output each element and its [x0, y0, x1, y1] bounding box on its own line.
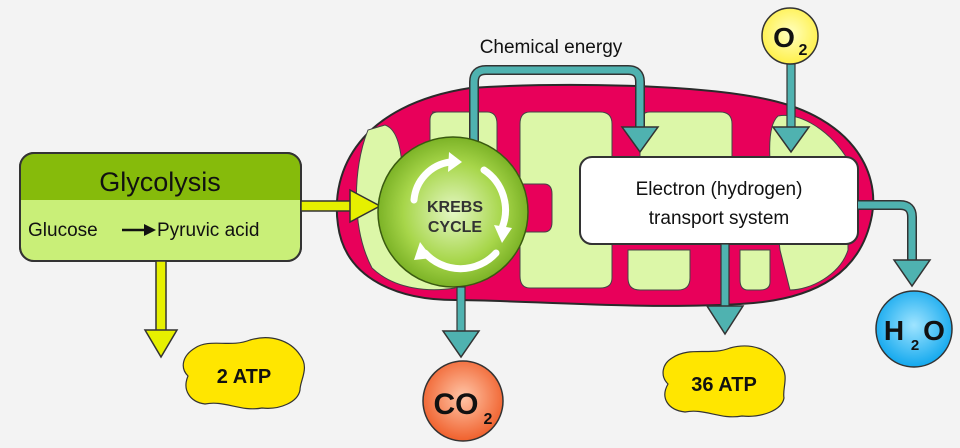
o2-base: O — [773, 22, 795, 53]
co2-base: CO — [434, 388, 479, 421]
o2-molecule: O 2 — [761, 7, 819, 65]
pyruvic-acid-label: Pyruvic acid — [157, 220, 259, 241]
co2-sub: 2 — [484, 411, 493, 428]
cycle-arrows-icon — [410, 158, 509, 273]
chemical-energy-arrow — [469, 65, 660, 175]
atp-2-label: 2 ATP — [217, 366, 271, 388]
glycolysis-title: Glycolysis — [99, 167, 221, 197]
glucose-label: Glucose — [28, 220, 98, 241]
krebs-cycle: KREBS CYCLE — [377, 136, 529, 288]
chemical-energy-label: Chemical energy — [480, 37, 623, 58]
h2o-arrow — [858, 200, 932, 288]
right-arrow-icon — [122, 224, 156, 236]
ets-line1: Electron (hydrogen) — [636, 179, 803, 200]
glycolysis-box: Glycolysis Glucose Pyruvic acid — [19, 152, 302, 262]
ets-line2: transport system — [649, 208, 789, 229]
h2o-post: O — [923, 315, 945, 346]
atp-arrow-glycolysis — [143, 260, 179, 359]
krebs-line1: KREBS — [427, 199, 483, 216]
electron-transport-system-box: Electron (hydrogen) transport system — [579, 156, 859, 245]
atp-36-label: 36 ATP — [691, 374, 757, 396]
pyruvate-arrow — [300, 188, 382, 224]
atp-badge-36: 36 ATP — [662, 345, 786, 418]
h2o-molecule: H 2 O — [875, 290, 953, 368]
atp-arrow-ets — [705, 243, 745, 336]
h2o-sub: 2 — [911, 337, 919, 354]
co2-arrow — [441, 286, 481, 359]
h2o-pre: H — [884, 315, 904, 346]
atp-badge-2: 2 ATP — [182, 337, 305, 410]
co2-molecule: CO 2 — [422, 360, 504, 442]
o2-sub: 2 — [799, 42, 808, 59]
krebs-line2: CYCLE — [428, 219, 483, 236]
